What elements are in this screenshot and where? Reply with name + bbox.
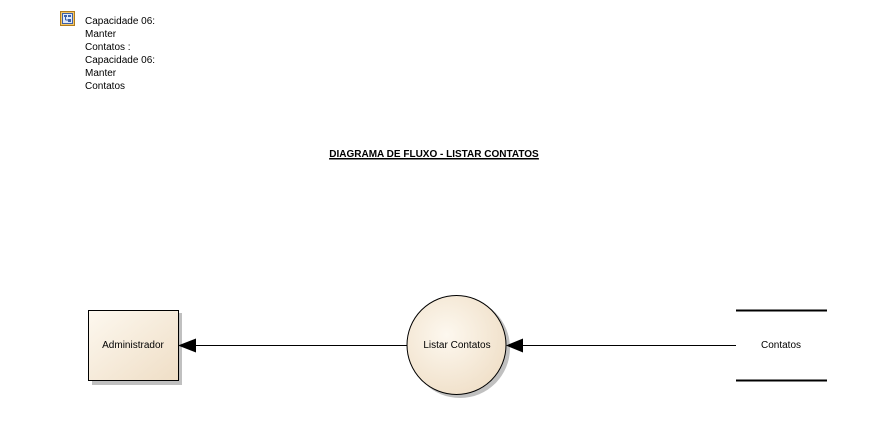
- diagram-title: DIAGRAMA DE FLUXO - LISTAR CONTATOS: [329, 149, 539, 160]
- external-entity-administrador[interactable]: Administrador: [88, 310, 183, 386]
- flow-datastore-to-process[interactable]: [506, 338, 736, 353]
- arrowhead-icon: [178, 338, 196, 353]
- diagram-icon[interactable]: [60, 11, 75, 26]
- process-label: Listar Contatos: [423, 340, 490, 351]
- flow-process-to-entity[interactable]: [178, 338, 407, 353]
- arrowhead-icon: [506, 338, 523, 353]
- diagram-note: Capacidade 06: Manter Contatos : Capacid…: [85, 16, 156, 92]
- datastore-label: Contatos: [761, 340, 801, 351]
- datastore-contatos[interactable]: Contatos: [736, 309, 827, 382]
- entity-label: Administrador: [102, 340, 164, 351]
- process-listar-contatos[interactable]: Listar Contatos: [406, 295, 510, 399]
